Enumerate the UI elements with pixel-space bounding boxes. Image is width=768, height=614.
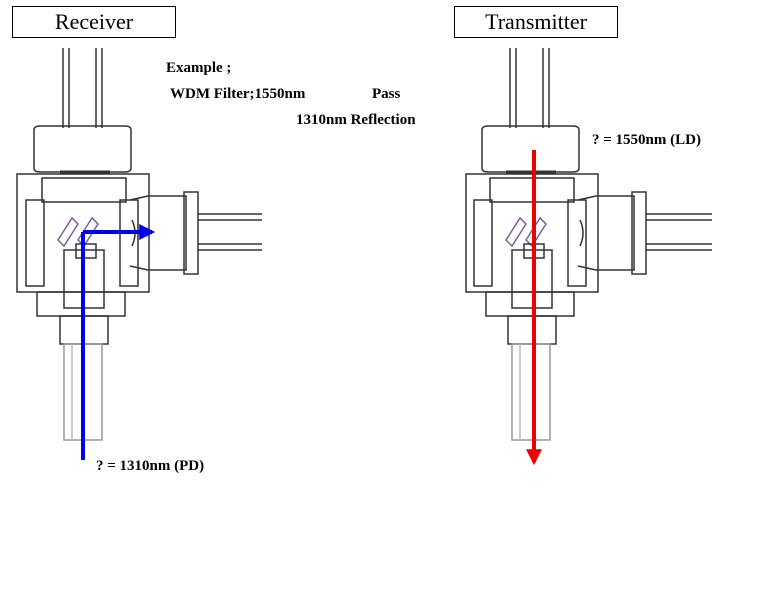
transmitter-top-cap <box>481 125 580 173</box>
receiver-wavelength-label: ? = 1310nm (PD) <box>96 458 205 474</box>
example-line-2-pass: Pass <box>372 86 401 102</box>
receiver-beam <box>81 224 156 460</box>
receiver-module <box>16 48 262 441</box>
transmitter-flange <box>485 291 575 317</box>
receiver-top-cap <box>33 125 132 173</box>
example-line-2: WDM Filter;1550nm <box>170 86 306 102</box>
transmitter-module <box>465 48 712 441</box>
transmitter-title: Transmitter <box>454 6 618 38</box>
example-line-1: Example ; <box>166 60 232 76</box>
transmitter-wavelength-label: ? = 1550nm (LD) <box>592 132 701 148</box>
receiver-title: Receiver <box>12 6 176 38</box>
transmitter-fiber-sleeve <box>511 343 551 441</box>
example-line-3: 1310nm Reflection <box>296 112 416 128</box>
